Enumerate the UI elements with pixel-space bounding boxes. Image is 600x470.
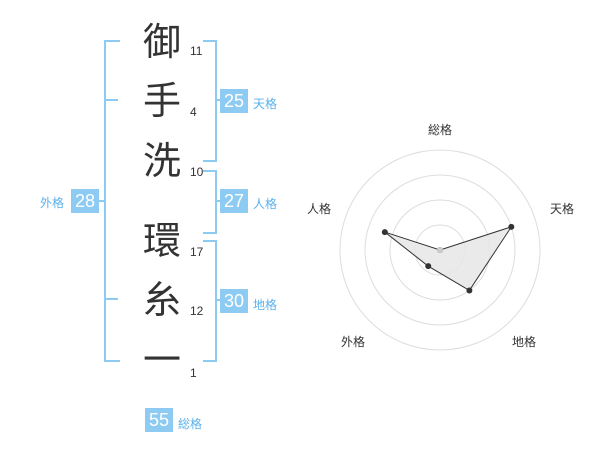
tenkaku-bracket [203, 40, 217, 162]
tenkaku-label: 天格 [253, 97, 278, 111]
stroke-count-3: 10 [190, 165, 204, 179]
chikaku-connector [215, 299, 221, 301]
gaikaku-value: 28 [71, 189, 99, 213]
radar-point-3 [425, 263, 432, 270]
name-char-5: 糸 [142, 278, 181, 322]
radar-axis-label-tenkaku: 天格 [550, 201, 574, 216]
name-char-4: 環 [142, 219, 181, 263]
jinkaku-value: 27 [220, 189, 248, 213]
radar-axis-label-soukaku: 総格 [428, 122, 452, 137]
gaikaku-label: 外格 [40, 196, 65, 210]
name-char-6: 一 [142, 338, 181, 382]
soukaku-label: 総格 [178, 417, 203, 431]
radar-axis-label-chikaku: 地格 [512, 334, 536, 349]
radar-chart: 総格 天格 地格 外格 人格 [307, 122, 574, 351]
radar-grid-ring [339, 149, 541, 351]
radar-axis-label-jinkaku: 人格 [307, 201, 331, 216]
jinkaku-connector [215, 200, 221, 202]
chikaku-label: 地格 [253, 298, 278, 312]
radar-point-1 [508, 223, 515, 230]
jinkaku-bracket [203, 170, 217, 234]
radar-point-2 [466, 287, 473, 294]
gaikaku-bracket-tick [104, 99, 118, 101]
name-char-3: 洗 [142, 139, 181, 183]
name-char-1: 御 [142, 20, 181, 64]
soukaku-value: 55 [145, 408, 173, 432]
tenkaku-value: 25 [220, 89, 248, 113]
gaikaku-bracket-tick [104, 298, 118, 300]
gaikaku-bracket [104, 40, 120, 362]
stroke-count-1: 11 [190, 44, 203, 58]
radar-point-4 [381, 229, 388, 236]
stroke-count-2: 4 [190, 105, 197, 119]
jinkaku-label: 人格 [253, 197, 278, 211]
gaikaku-connector [98, 200, 106, 202]
stroke-count-5: 12 [190, 304, 204, 318]
radar-grid [339, 149, 541, 351]
radar-center-dot [437, 247, 443, 253]
chikaku-value: 30 [220, 289, 248, 313]
chikaku-bracket [203, 240, 217, 362]
radar-data-polygon [384, 225, 513, 292]
tenkaku-connector [215, 99, 221, 101]
stroke-count-6: 1 [190, 366, 197, 380]
name-char-2: 手 [142, 79, 181, 123]
radar-axis-label-gaikaku: 外格 [341, 334, 365, 349]
radar-grid-ring [364, 174, 516, 326]
stroke-count-4: 17 [190, 245, 204, 259]
